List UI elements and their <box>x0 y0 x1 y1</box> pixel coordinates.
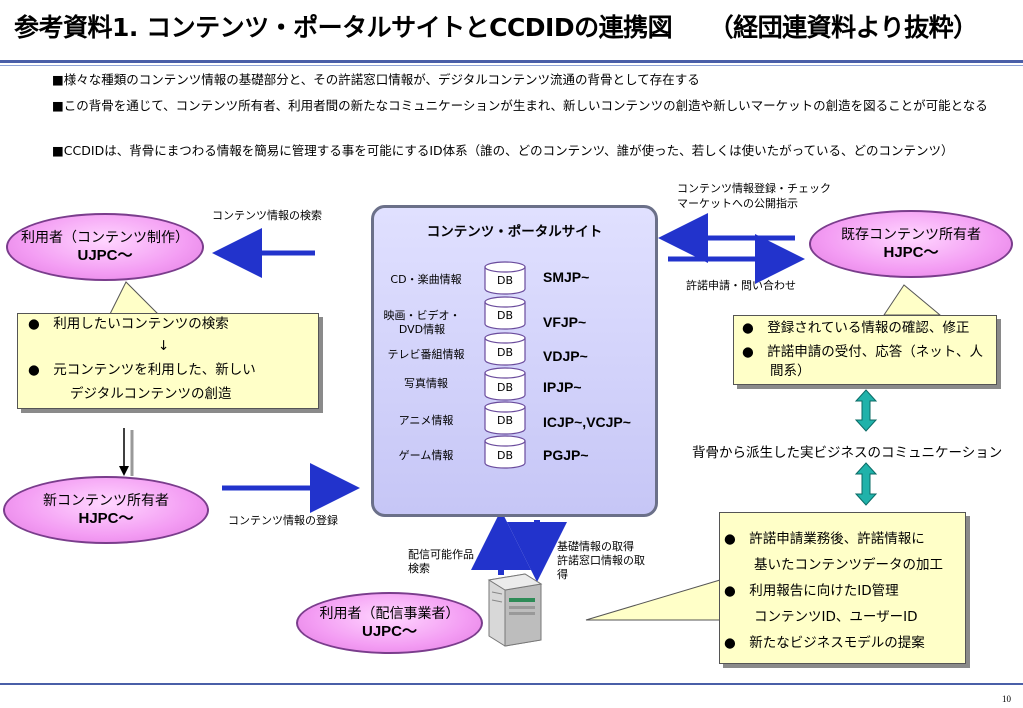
callout-user-creator: ● 利用したいコンテンツの検索 ↓ ● 元コンテンツを利用した、新しい デジタル… <box>17 313 319 409</box>
label-search: コンテンツ情報の検索 <box>212 209 322 222</box>
label-basic-info-3: 得 <box>557 568 568 581</box>
portal-title: コンテンツ・ポータルサイト <box>426 224 603 240</box>
node-name: 利用者（コンテンツ制作） <box>21 230 189 246</box>
label-register: コンテンツ情報の登録 <box>228 514 338 527</box>
node-distributor: 利用者（配信事業者） UJPC～ <box>296 592 483 654</box>
title-divider <box>0 60 1023 63</box>
code-label: VDJP~ <box>543 348 588 364</box>
bullet-1: ■様々な種類のコンテンツ情報の基礎部分と、その許諾窓口情報が、デジタルコンテンツ… <box>52 72 700 87</box>
callout-right-top-tail <box>883 284 942 316</box>
node-user-creator: 利用者（コンテンツ制作） UJPC～ <box>6 213 204 281</box>
label-distributable-search-2: 検索 <box>408 562 430 575</box>
callout-line: 基いたコンテンツデータの加工 <box>754 557 943 573</box>
callout-line: ● 元コンテンツを利用した、新しい <box>28 362 256 378</box>
title-divider-thin <box>0 65 1023 66</box>
db-label: DB <box>496 414 514 427</box>
callout-existing-owner: ● 登録されている情報の確認、修正 ● 許諾申請の受付、応答（ネット、人 間系） <box>733 315 997 385</box>
db-label: DB <box>496 381 514 394</box>
category-label: ゲーム情報 <box>398 449 454 462</box>
code-label: IPJP~ <box>543 379 582 395</box>
code-label: ICJP~,VCJP~ <box>543 414 631 430</box>
bullet-2: ■この背骨を通じて、コンテンツ所有者、利用者間の新たなコミュニケーションが生まれ… <box>52 98 988 113</box>
page-number: 10 <box>1002 694 1011 704</box>
portal-site-box: コンテンツ・ポータルサイト CD・楽曲情報 映画・ビデオ・DVD情報 テレビ番組… <box>371 205 658 517</box>
node-name: 新コンテンツ所有者 <box>43 493 169 509</box>
label-register-check: コンテンツ情報登録・チェック <box>677 182 831 195</box>
callout-line: 間系） <box>770 363 811 379</box>
category-label: 映画・ビデオ・DVD情報 <box>383 309 461 336</box>
code-label: SMJP~ <box>543 269 590 285</box>
callout-line: ● 利用報告に向けたID管理 <box>724 583 899 599</box>
db-label: DB <box>496 449 514 462</box>
node-new-owner: 新コンテンツ所有者 HJPC～ <box>3 476 209 544</box>
node-code: UJPC～ <box>77 247 133 264</box>
callout-line: ● 許諾申請業務後、許諾情報に <box>724 531 925 547</box>
label-distributable-search-1: 配信可能作品 <box>408 548 474 561</box>
callout-line: ● 許諾申請の受付、応答（ネット、人 <box>742 344 984 360</box>
callout-line: ↓ <box>158 338 170 354</box>
code-label: VFJP~ <box>543 314 587 330</box>
category-label: テレビ番組情報 <box>387 348 465 361</box>
node-name: 既存コンテンツ所有者 <box>841 227 981 243</box>
label-market-publish: マーケットへの公開指示 <box>677 197 798 210</box>
callout-line: コンテンツID、ユーザーID <box>754 609 918 625</box>
callout-line: ● 新たなビジネスモデルの提案 <box>724 635 925 651</box>
code-label: PGJP~ <box>543 447 589 463</box>
category-label: 写真情報 <box>404 377 448 390</box>
callout-left-tail <box>109 281 160 315</box>
callout-line: ● 登録されている情報の確認、修正 <box>742 320 970 336</box>
teal-arrow-bottom <box>854 462 878 506</box>
db-cylinder-stack <box>484 261 526 469</box>
label-basic-info-1: 基礎情報の取得 <box>557 540 634 553</box>
label-backbone-communication: 背骨から派生した実ビジネスのコミュニケーション <box>692 445 1003 461</box>
label-license-inquiry: 許諾申請・問い合わせ <box>686 279 796 292</box>
db-label: DB <box>496 274 514 287</box>
node-code: HJPC～ <box>78 510 134 527</box>
db-label: DB <box>496 309 514 322</box>
footer-divider <box>0 683 1023 685</box>
node-code: UJPC～ <box>361 623 417 640</box>
node-existing-owner: 既存コンテンツ所有者 HJPC～ <box>809 210 1013 278</box>
teal-arrow-top <box>854 389 878 432</box>
category-label: CD・楽曲情報 <box>390 273 462 286</box>
callout-line: ● 利用したいコンテンツの検索 <box>28 316 229 332</box>
server-icon <box>487 573 543 647</box>
node-code: HJPC～ <box>883 244 939 261</box>
node-name: 利用者（配信事業者） <box>319 606 460 622</box>
label-basic-info-2: 許諾窓口情報の取 <box>557 554 645 567</box>
callout-line: デジタルコンテンツの創造 <box>70 386 232 402</box>
category-label: アニメ情報 <box>398 414 454 427</box>
db-label: DB <box>496 346 514 359</box>
bullet-3: ■CCDIDは、背骨にまつわる情報を簡易に管理する事を可能にするID体系（誰の、… <box>52 143 954 158</box>
page-title: 参考資料1. コンテンツ・ポータルサイトとCCDIDの連携図 （経団連資料より抜… <box>14 13 978 42</box>
callout-business: ● 許諾申請業務後、許諾情報に 基いたコンテンツデータの加工 ● 利用報告に向け… <box>719 512 966 664</box>
callout-right-bottom-tail <box>585 579 721 621</box>
